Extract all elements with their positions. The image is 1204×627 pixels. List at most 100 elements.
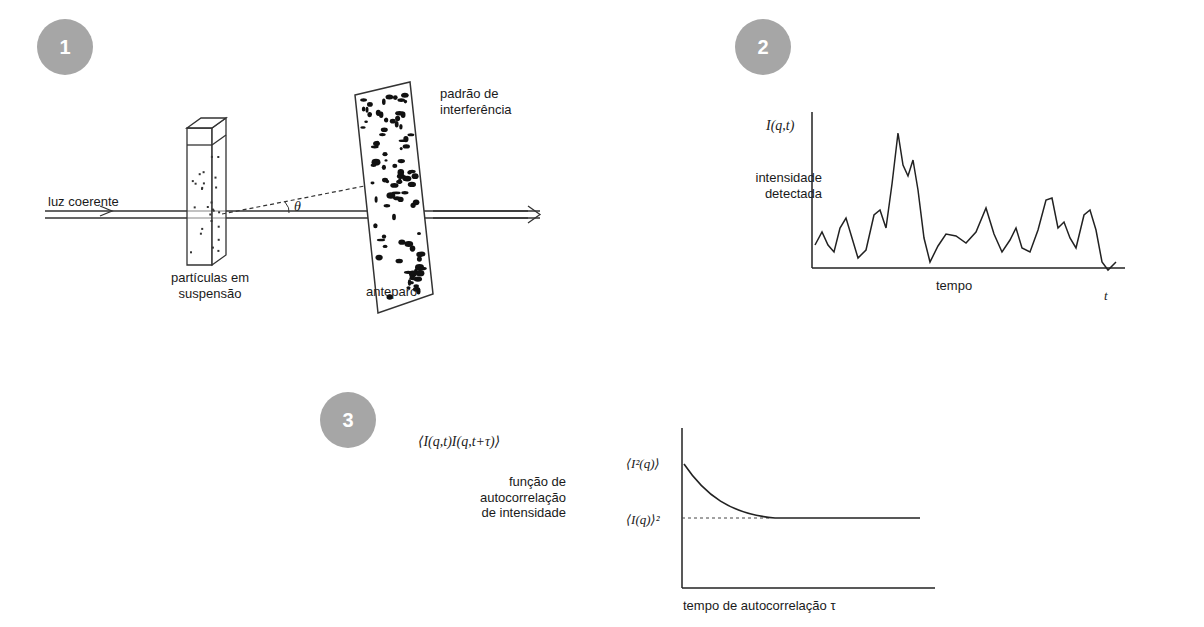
particle (195, 183, 197, 185)
speckle (408, 182, 416, 187)
speckle (382, 234, 386, 238)
axis-label: t (1104, 288, 1108, 304)
particle (194, 206, 196, 208)
axis-label: função de autocorrelação de intensidade (470, 474, 566, 521)
speckle (366, 107, 369, 113)
speckle (382, 152, 387, 156)
speckle (416, 270, 424, 276)
speckle (367, 112, 372, 117)
speckle (401, 191, 408, 194)
particle (201, 228, 203, 230)
axis-label: intensidade detectada (742, 170, 822, 201)
speckle (382, 178, 388, 183)
beam (433, 217, 528, 218)
particle (201, 188, 203, 190)
speckle (373, 223, 377, 228)
particle (201, 187, 203, 189)
step-badge: 2 (735, 19, 791, 75)
speckle (384, 118, 388, 123)
speckle-pattern (360, 93, 427, 300)
speckle (376, 110, 381, 116)
particles (190, 156, 220, 253)
axes (682, 428, 935, 588)
speckle (396, 259, 403, 264)
speckle (390, 119, 396, 124)
beam (45, 206, 540, 223)
speckle (418, 267, 427, 271)
particle (211, 156, 213, 158)
speckle (373, 141, 380, 146)
speckle (412, 173, 419, 179)
pattern-label: padrão de interferência (440, 86, 520, 117)
speckle (397, 98, 405, 102)
speckle (398, 159, 405, 163)
speckle (383, 245, 388, 248)
speckle (381, 127, 388, 132)
tick-label: ⟨I(q)⟩² (626, 512, 660, 528)
speckle (403, 144, 410, 148)
particle (211, 220, 213, 222)
speckle (371, 146, 379, 149)
speckle (400, 147, 403, 150)
particle (200, 233, 202, 235)
beam (433, 210, 528, 211)
step-number: 2 (735, 19, 791, 75)
speckle (409, 277, 417, 280)
speckle (408, 133, 415, 136)
speckle (396, 180, 402, 184)
speckle (395, 111, 404, 116)
particle (217, 250, 219, 252)
speckle (392, 214, 396, 220)
speckle (364, 121, 368, 123)
speckle (384, 119, 387, 122)
speckle (379, 133, 386, 136)
speckle (360, 126, 365, 128)
speckle (390, 183, 398, 188)
speckle (360, 98, 367, 101)
particle (203, 171, 205, 173)
tick-label: ⟨I²(q)⟩ (626, 456, 660, 472)
angle-arc (285, 202, 289, 213)
particle (213, 210, 215, 212)
speckle (393, 95, 398, 100)
cuvette (187, 118, 226, 265)
speckle (401, 93, 409, 98)
speckle (375, 196, 378, 202)
speckle (403, 176, 411, 182)
speckle (398, 240, 405, 245)
speckle (399, 124, 402, 130)
speckle (362, 106, 366, 111)
speckle (405, 242, 412, 245)
particle (199, 173, 201, 175)
correlation-curve (684, 464, 920, 518)
particle (207, 206, 209, 208)
intensity-signal (815, 133, 1116, 270)
particle (212, 247, 214, 249)
speckle (377, 239, 385, 242)
speckle (382, 165, 386, 170)
particle (203, 182, 205, 184)
scattered-ray (222, 182, 385, 214)
step-number: 3 (320, 392, 376, 448)
step-badge: 1 (37, 19, 93, 75)
speckle (384, 204, 391, 207)
axis-label: ⟨I(q,t)I(q,t+τ)⟩ (418, 434, 500, 451)
particle (217, 156, 219, 158)
particle (215, 177, 217, 179)
particle (218, 211, 220, 213)
speckle (395, 116, 400, 122)
angle-symbol: θ (294, 199, 301, 216)
speckle (386, 94, 394, 99)
screen (355, 82, 433, 313)
particle (209, 214, 211, 216)
speckle (371, 182, 375, 185)
beam-label: luz coerente (48, 194, 119, 210)
sample-label: partículas em suspensão (160, 270, 260, 301)
speckle (417, 232, 421, 235)
speckle (398, 169, 405, 176)
particle (192, 180, 194, 182)
speckle (371, 164, 377, 167)
step-number: 1 (37, 19, 93, 75)
speckle (395, 121, 399, 128)
